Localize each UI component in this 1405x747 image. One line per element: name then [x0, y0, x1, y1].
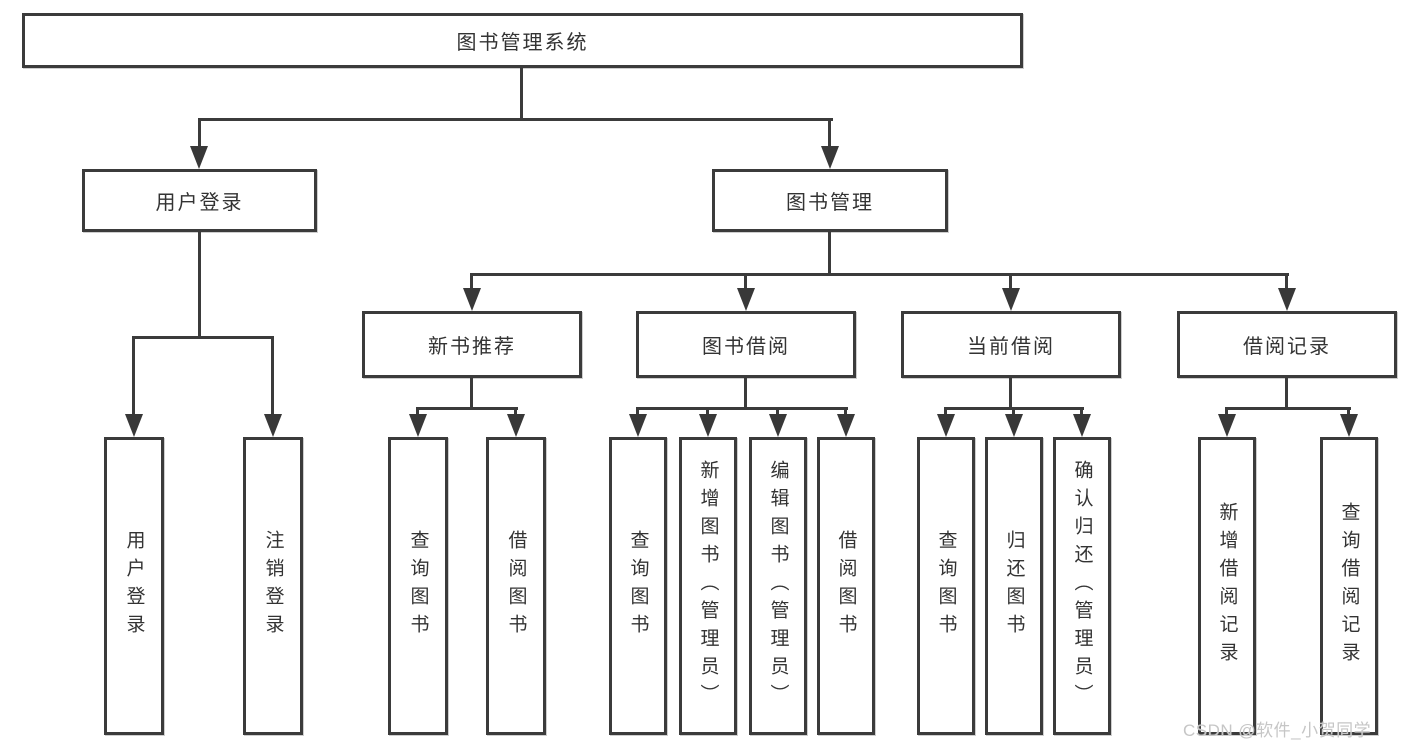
arrowhead-l3-borrowing: [737, 288, 755, 311]
leaf-current-return-books: 归还图书: [985, 437, 1043, 735]
connector-userlogin-bar: [132, 336, 274, 339]
leaf-user-login: 用户登录: [104, 437, 164, 735]
connector-l3-1-drop: [470, 273, 473, 292]
connector-borrowing-leaf4-drop: [844, 407, 847, 416]
node-root-system: 图书管理系统: [22, 13, 1023, 68]
connector-root-stem: [520, 68, 523, 118]
leaf-borrowing-borrow-books: 借阅图书: [817, 437, 875, 735]
arrowhead-l3-records: [1278, 288, 1296, 311]
connector-borrowing-leaf3-drop: [776, 407, 779, 416]
connector-bookmgmt-bar: [470, 273, 1289, 276]
csdn-watermark: CSDN @软件_小贺同学: [1183, 721, 1372, 740]
node-user-login: 用户登录: [82, 169, 317, 232]
arrowhead-newbook-leaf1: [409, 414, 427, 437]
connector-current-stem: [1009, 378, 1012, 407]
node-current-borrowing: 当前借阅: [901, 311, 1121, 378]
arrowhead-records-leaf2: [1340, 414, 1358, 437]
connector-borrowing-leaf1-drop: [636, 407, 639, 416]
arrowhead-newbook-leaf2: [507, 414, 525, 437]
leaf-current-confirm-return-admin: 确认归还（管理员）: [1053, 437, 1111, 735]
leaf-borrowing-query-books: 查询图书: [609, 437, 667, 735]
connector-borrowing-stem: [744, 378, 747, 407]
connector-records-leaf1-drop: [1225, 407, 1228, 416]
node-root-label: 图书管理系统: [456, 32, 589, 54]
node-book-management: 图书管理: [712, 169, 948, 232]
arrowhead-current-leaf3: [1073, 414, 1091, 437]
arrowhead-borrowing-leaf2: [699, 414, 717, 437]
connector-userlogin-leaf1-drop: [132, 336, 135, 416]
leaf-borrowing-add-books-admin: 新增图书（管理员）: [679, 437, 737, 735]
connector-userlogin-stem: [198, 232, 201, 336]
arrowhead-borrowing-leaf3: [769, 414, 787, 437]
connector-bookmgmt-stem: [828, 232, 831, 273]
connector-root-bar: [198, 118, 833, 121]
leaf-newbook-query-books: 查询图书: [388, 437, 448, 735]
node-borrow-records-label: 借阅记录: [1243, 336, 1331, 358]
arrowhead-l3-new-books: [463, 288, 481, 311]
leaf-logout: 注销登录: [243, 437, 303, 735]
connector-l3-4-drop: [1285, 273, 1288, 292]
leaf-borrowing-edit-books-admin: 编辑图书（管理员）: [749, 437, 807, 735]
arrowhead-records-leaf1: [1218, 414, 1236, 437]
leaf-current-query-books: 查询图书: [917, 437, 975, 735]
connector-records-bar: [1225, 407, 1351, 410]
arrowhead-book-mgmt: [821, 146, 839, 169]
connector-book-mgmt-drop: [828, 118, 831, 150]
arrowhead-current-leaf2: [1005, 414, 1023, 437]
node-book-management-label: 图书管理: [786, 192, 874, 214]
arrowhead-borrowing-leaf4: [837, 414, 855, 437]
arrowhead-userlogin-leaf1: [125, 414, 143, 437]
connector-newbook-leaf2-drop: [514, 407, 517, 416]
connector-records-stem: [1285, 378, 1288, 407]
connector-borrowing-leaf2-drop: [706, 407, 709, 416]
arrowhead-current-leaf1: [937, 414, 955, 437]
connector-newbook-bar: [416, 407, 518, 410]
arrowhead-l3-current: [1002, 288, 1020, 311]
node-book-borrowing-label: 图书借阅: [702, 336, 790, 358]
connector-records-leaf2-drop: [1347, 407, 1350, 416]
connector-current-leaf1-drop: [944, 407, 947, 416]
arrowhead-user-login: [190, 146, 208, 169]
node-user-login-label: 用户登录: [155, 192, 244, 214]
leaf-records-add-record: 新增借阅记录: [1198, 437, 1256, 735]
leaf-newbook-borrow-books: 借阅图书: [486, 437, 546, 735]
node-current-borrowing-label: 当前借阅: [967, 336, 1055, 358]
node-new-book-recommend: 新书推荐: [362, 311, 582, 378]
connector-user-login-drop: [198, 118, 201, 150]
node-borrow-records: 借阅记录: [1177, 311, 1397, 378]
connector-userlogin-leaf2-drop: [271, 336, 274, 416]
node-book-borrowing: 图书借阅: [636, 311, 856, 378]
connector-current-leaf2-drop: [1012, 407, 1015, 416]
leaf-records-query-record: 查询借阅记录: [1320, 437, 1378, 735]
connector-current-leaf3-drop: [1080, 407, 1083, 416]
connector-newbook-stem: [470, 378, 473, 407]
connector-borrowing-bar: [636, 407, 848, 410]
connector-l3-3-drop: [1009, 273, 1012, 292]
node-new-book-recommend-label: 新书推荐: [428, 336, 516, 358]
arrowhead-userlogin-leaf2: [264, 414, 282, 437]
connector-l3-2-drop: [744, 273, 747, 292]
arrowhead-borrowing-leaf1: [629, 414, 647, 437]
connector-newbook-leaf1-drop: [416, 407, 419, 416]
